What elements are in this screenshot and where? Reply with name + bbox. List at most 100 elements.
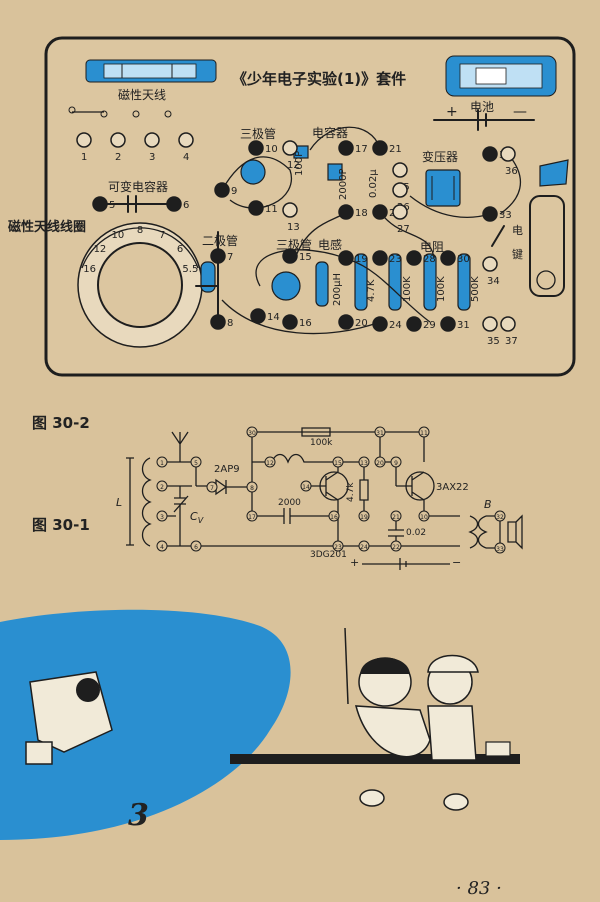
- node-31: 31: [374, 426, 386, 438]
- node-12: 12: [264, 456, 276, 468]
- terminal-label-30: 30: [457, 254, 470, 265]
- terminal-label-37: 37: [505, 336, 518, 347]
- sch-cv-main: C: [190, 510, 198, 523]
- node-16: 16: [328, 510, 340, 522]
- terminal-6[interactable]: 6: [166, 196, 189, 212]
- terminal-label-23: 23: [389, 254, 402, 265]
- terminal-7[interactable]: 7: [210, 248, 233, 264]
- node-22: 22: [390, 540, 402, 552]
- terminal-18[interactable]: 18: [338, 204, 368, 220]
- battery-label: 电池: [470, 100, 495, 114]
- terminal-1[interactable]: 1: [76, 132, 92, 163]
- terminal-label-7: 7: [227, 252, 233, 263]
- cap-value-3: 0.02μ: [368, 169, 379, 198]
- terminal-9[interactable]: 9: [214, 182, 237, 198]
- terminal-21[interactable]: 21: [372, 140, 402, 156]
- terminal-10[interactable]: 10: [248, 140, 278, 156]
- terminal-27[interactable]: 27: [392, 204, 410, 235]
- node-33: 33: [494, 542, 506, 554]
- sch-r-4k7: 4.7k: [346, 482, 356, 502]
- transistor-top-label: 三极管: [240, 127, 277, 141]
- svg-text:1: 1: [160, 460, 164, 467]
- terminal-label-34: 34: [487, 276, 500, 287]
- terminal-3[interactable]: 3: [144, 132, 160, 163]
- key-label-a: 电: [512, 224, 523, 237]
- node-4: 4: [156, 540, 168, 552]
- node-2: 2: [156, 480, 168, 492]
- terminal-label-18: 18: [355, 208, 368, 219]
- terminal-16[interactable]: 16: [282, 314, 312, 330]
- battery-minus: —: [513, 104, 527, 120]
- terminal-label-33: 33: [499, 210, 512, 221]
- sch-cv: CV: [190, 510, 203, 525]
- terminal-35[interactable]: 35: [482, 316, 500, 347]
- terminal-2[interactable]: 2: [110, 132, 126, 163]
- terminal-30[interactable]: 30: [440, 250, 470, 266]
- terminal-17[interactable]: 17: [338, 140, 368, 156]
- svg-text:9: 9: [394, 460, 398, 467]
- svg-text:11: 11: [420, 430, 428, 437]
- terminal-34[interactable]: 34: [482, 256, 500, 287]
- terminal-24[interactable]: 24: [372, 316, 402, 332]
- node-13: 13: [358, 456, 370, 468]
- terminal-label-24: 24: [389, 320, 402, 331]
- sch-t1: 3DG201: [310, 550, 347, 560]
- terminal-posts[interactable]: 1234567891011121314151617181920212223242…: [68, 106, 518, 347]
- terminal-label-20: 20: [355, 318, 368, 329]
- terminal-31[interactable]: 31: [440, 316, 470, 332]
- node-11: 11: [418, 426, 430, 438]
- terminal-15[interactable]: 15: [282, 248, 312, 264]
- node-7: 7: [206, 481, 218, 493]
- terminal-23[interactable]: 23: [372, 250, 402, 266]
- terminal-37[interactable]: 37: [500, 316, 518, 347]
- svg-text:30: 30: [248, 430, 256, 437]
- terminal-5[interactable]: 5: [92, 196, 115, 212]
- terminal-33[interactable]: 33: [482, 206, 512, 222]
- transistor-bottom-label: 三极管: [276, 238, 313, 252]
- terminal-29[interactable]: 29: [406, 316, 436, 332]
- inductor-label: 电感: [318, 238, 343, 252]
- dial-mark-4: 7: [159, 230, 165, 241]
- svg-text:21: 21: [392, 514, 400, 521]
- sch-coil-L: L: [116, 496, 123, 509]
- tuning-dial[interactable]: [77, 222, 203, 348]
- terminal-8[interactable]: 8: [210, 314, 233, 330]
- terminal-13[interactable]: 13: [282, 202, 300, 233]
- dial-mark-0: 16: [83, 264, 96, 275]
- terminal-label-9: 9: [231, 186, 237, 197]
- terminal-19[interactable]: 19: [338, 250, 368, 266]
- terminal-11[interactable]: 11: [248, 200, 278, 216]
- cap-value-1: 100P: [294, 150, 305, 176]
- antenna-coil-label: 磁性天线线圈: [8, 220, 87, 235]
- terminal-4[interactable]: 4: [178, 132, 194, 163]
- res-value-1: 200μH: [332, 273, 343, 306]
- svg-text:7: 7: [210, 485, 214, 492]
- terminal-28[interactable]: 28: [406, 250, 436, 266]
- figure-30-1-caption: 图 30-1: [32, 516, 90, 534]
- page-number: · 83 ·: [456, 878, 502, 899]
- terminal-label-19: 19: [355, 254, 368, 265]
- node-1: 1: [156, 456, 168, 468]
- antenna-tap-1: [68, 106, 76, 114]
- ferrite-antenna-label: 磁性天线: [118, 88, 167, 102]
- sch-c-002: 0.02: [406, 528, 427, 538]
- terminal-label-15: 15: [299, 252, 312, 263]
- terminal-12[interactable]: 12: [282, 140, 300, 171]
- svg-text:17: 17: [248, 514, 256, 521]
- terminal-20[interactable]: 20: [338, 314, 368, 330]
- terminal-14[interactable]: 14: [250, 308, 280, 324]
- svg-text:8: 8: [250, 485, 254, 492]
- battery-plus: +: [446, 104, 458, 120]
- key-switch[interactable]: [529, 159, 569, 297]
- antenna-tap-3: [132, 110, 140, 118]
- battery-pack-illustration: [445, 55, 557, 97]
- node-19: 19: [358, 510, 370, 522]
- diode-label: 二极管: [202, 234, 239, 248]
- res-value-3: 100K: [402, 276, 413, 302]
- terminal-label-17: 17: [355, 144, 368, 155]
- sch-minus: −: [452, 556, 462, 569]
- terminal-label-13: 13: [287, 222, 300, 233]
- svg-text:12: 12: [266, 460, 274, 467]
- terminal-36[interactable]: 36: [500, 146, 518, 177]
